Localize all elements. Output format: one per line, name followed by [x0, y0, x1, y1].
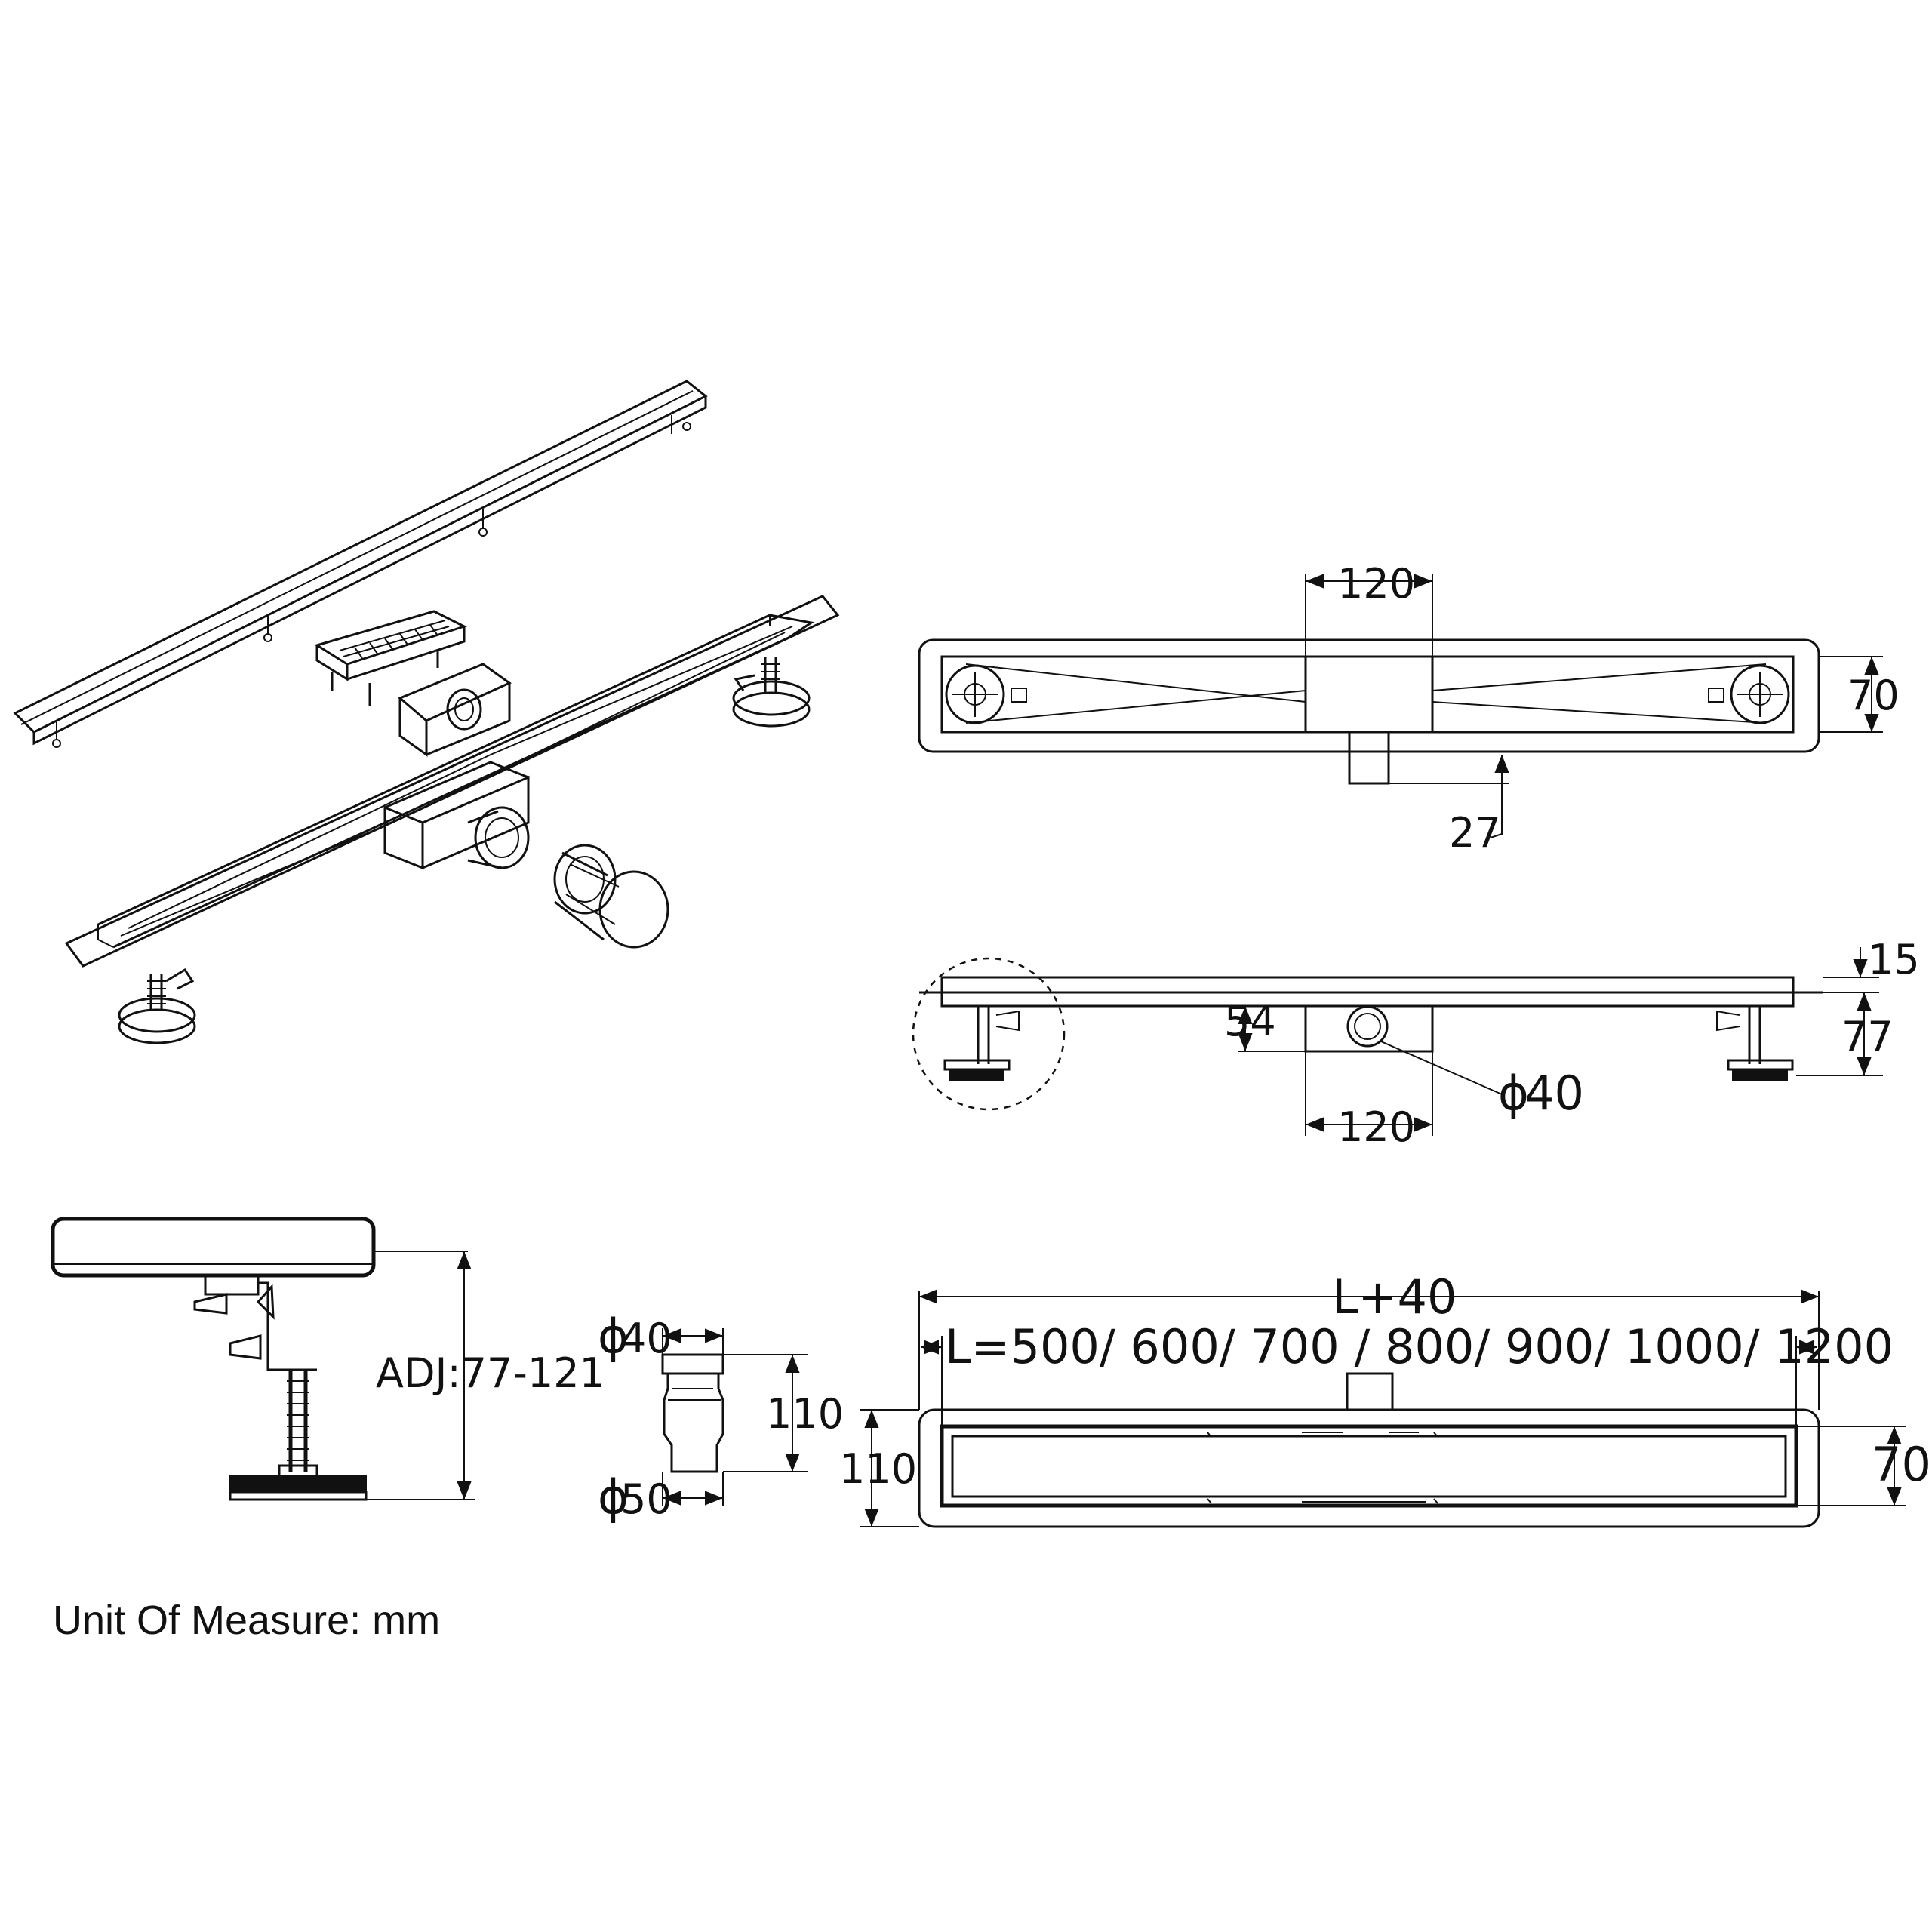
pipe-fitting-view: ϕ 40 110 ϕ 50: [598, 1309, 844, 1524]
side-width-label: 120: [1337, 1103, 1415, 1151]
side-height-label: 77: [1841, 1013, 1894, 1060]
isometric-exploded-view: [13, 380, 840, 1044]
detail-circle: [912, 957, 1066, 1111]
top-height-label: 70: [1847, 672, 1900, 719]
hair-trap: [314, 610, 467, 706]
outlet-offset-label: 27: [1449, 809, 1501, 857]
front-view: L+40 L=500/ 600/ 700 / 800/ 900/ 1000/ 1…: [839, 1269, 1931, 1528]
body-height-label: 54: [1224, 998, 1276, 1045]
grate-cover: [13, 380, 708, 748]
flange-label: 15: [1868, 936, 1920, 983]
front-inner-height-label: 70: [1872, 1437, 1931, 1492]
adjustable-foot-left: [118, 968, 196, 1044]
top-view: 120 70 27: [918, 560, 1900, 857]
outlet-diameter-phi: ϕ: [1498, 1066, 1529, 1121]
pipe-fitting: [553, 844, 669, 949]
outlet-diameter-label: 40: [1524, 1066, 1584, 1121]
outlet-box: [398, 663, 512, 757]
pipe-top-label: 40: [620, 1315, 672, 1362]
pipe-bottom-phi: ϕ: [598, 1469, 629, 1524]
adjust-range-label: ADJ:77-121: [376, 1349, 605, 1397]
drain-channel: [64, 595, 840, 968]
pipe-height-label: 110: [766, 1390, 844, 1438]
front-height-label: 110: [839, 1445, 917, 1493]
total-length-label: L+40: [1332, 1269, 1457, 1324]
side-view: 15 77 54 ϕ 40 120: [912, 936, 1920, 1151]
top-width-label: 120: [1337, 560, 1415, 608]
foot-detail-view: ADJ:77-121: [51, 1217, 605, 1501]
pipe-top-phi: ϕ: [598, 1309, 629, 1364]
length-options-label: L=500/ 600/ 700 / 800/ 900/ 1000/ 1200: [945, 1319, 1894, 1374]
pipe-bottom-label: 50: [620, 1475, 672, 1523]
adjustable-foot-right: [732, 657, 811, 728]
unit-of-measure: Unit Of Measure: mm: [53, 1598, 440, 1643]
